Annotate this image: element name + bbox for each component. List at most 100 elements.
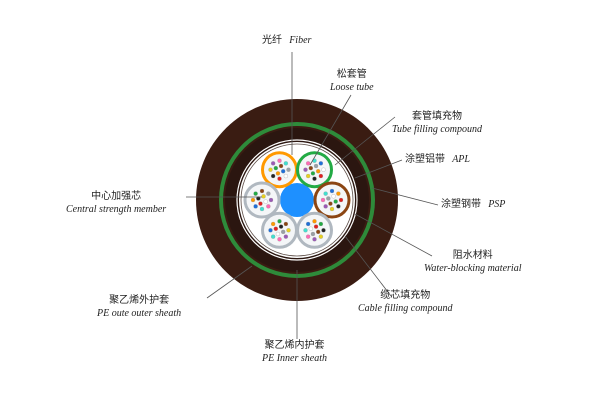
optical-fiber [253, 191, 258, 196]
optical-fiber [329, 188, 335, 194]
optical-fiber [336, 204, 341, 209]
leader-loose-tube [309, 94, 352, 166]
optical-fiber [308, 165, 313, 171]
label-loose-tube-en: Loose tube [330, 82, 374, 93]
optical-fiber [312, 237, 317, 242]
optical-fiber [305, 161, 311, 166]
label-inner-sheath: 聚乙烯内护套 PE Inner sheath [262, 339, 327, 365]
optical-fiber [278, 163, 284, 169]
optical-fiber [283, 173, 289, 179]
optical-fiber [268, 228, 273, 233]
leader-apl [354, 159, 403, 179]
apl-aluminum-tape-ring [236, 139, 358, 261]
optical-fiber [305, 234, 311, 239]
optical-fiber [312, 176, 317, 181]
optical-fiber [281, 229, 286, 235]
loose-tube [261, 151, 298, 189]
label-tube-filling: 套管填充物 Tube filling compound [392, 110, 482, 136]
water-blocking-ring [240, 143, 354, 257]
optical-fiber [321, 228, 326, 233]
optical-fiber [268, 167, 273, 172]
optical-fiber [273, 226, 278, 231]
optical-fiber [318, 161, 324, 166]
label-fiber-zh: 光纤 [262, 35, 282, 46]
optical-fiber [259, 206, 265, 212]
optical-fiber [316, 229, 321, 235]
optical-fiber [303, 167, 308, 172]
optical-fiber [278, 224, 284, 229]
optical-fiber [277, 176, 282, 181]
optical-fiber [303, 228, 308, 233]
optical-fiber [318, 221, 324, 227]
optical-fiber [323, 191, 328, 196]
label-cable-filling-zh: 缆芯填充物 [380, 290, 431, 301]
optical-fiber [331, 194, 336, 199]
optical-fiber [320, 197, 326, 203]
optical-fiber [323, 204, 328, 209]
label-psp: 涂塑钢带 PSP [441, 198, 505, 211]
label-outer-sheath-zh: 聚乙烯外护套 [109, 295, 170, 306]
optical-fiber [277, 219, 282, 224]
leader-outer-sheath [206, 265, 253, 299]
optical-fiber [308, 226, 313, 231]
label-inner-sheath-en: PE Inner sheath [262, 353, 327, 364]
label-water-blocking-en: Water-blocking material [424, 263, 522, 274]
loose-tube [313, 181, 351, 219]
label-fiber-en: Fiber [289, 35, 312, 46]
label-apl-en: APL [452, 154, 470, 165]
optical-fiber [263, 199, 268, 204]
optical-fiber [313, 224, 319, 229]
optical-fiber [268, 197, 274, 203]
optical-fiber [316, 169, 321, 174]
optical-fiber [270, 221, 276, 227]
optical-fiber [318, 173, 324, 179]
optical-fiber [286, 228, 291, 233]
optical-fiber [275, 171, 281, 176]
optical-fiber [266, 191, 271, 196]
label-strength-member-zh: 中心加强芯 [91, 191, 142, 202]
optical-fiber [336, 191, 341, 196]
label-water-blocking: 阻水材料 Water-blocking material [424, 249, 521, 275]
optical-fiber [326, 196, 331, 201]
label-strength-member: 中心加强芯 Central strength member [66, 190, 166, 216]
optical-fiber [273, 165, 278, 171]
central-strength-member [280, 183, 314, 217]
leader-water-blocking [354, 213, 433, 257]
optical-fiber [250, 197, 256, 203]
loose-tube [261, 211, 298, 249]
label-apl-zh: 涂塑铝带 [405, 154, 445, 165]
optical-fiber [277, 158, 282, 163]
label-apl: 涂塑铝带 APL [405, 153, 470, 166]
optical-fiber [312, 219, 317, 224]
optical-fiber [270, 234, 276, 239]
leader-cable-filling [344, 235, 392, 297]
optical-fiber [270, 161, 276, 166]
label-tube-filling-en: Tube filling compound [392, 124, 482, 135]
optical-fiber [253, 204, 258, 209]
optical-fiber [270, 173, 276, 179]
loose-tubes-group [243, 151, 351, 249]
optical-fiber [258, 201, 263, 206]
leader-lines [186, 52, 439, 339]
label-loose-tube: 松套管 Loose tube [330, 68, 374, 94]
optical-fiber [318, 234, 324, 239]
optical-fiber [305, 221, 311, 227]
optical-fiber [281, 169, 286, 174]
optical-fiber [329, 206, 335, 212]
optical-fiber [328, 201, 333, 206]
optical-fiber [261, 194, 266, 199]
leader-tube-filling [334, 116, 396, 166]
label-psp-zh: 涂塑钢带 [441, 199, 481, 210]
label-loose-tube-zh: 松套管 [336, 69, 367, 80]
optical-fiber [305, 173, 311, 179]
optical-fiber [283, 234, 289, 239]
optical-fiber [283, 161, 289, 166]
optical-fiber [256, 196, 261, 201]
label-water-blocking-zh: 阻水材料 [452, 250, 493, 261]
optical-fiber [259, 188, 265, 194]
label-tube-filling-zh: 套管填充物 [412, 111, 462, 122]
leader-psp [371, 187, 439, 206]
optical-fiber [310, 171, 316, 176]
